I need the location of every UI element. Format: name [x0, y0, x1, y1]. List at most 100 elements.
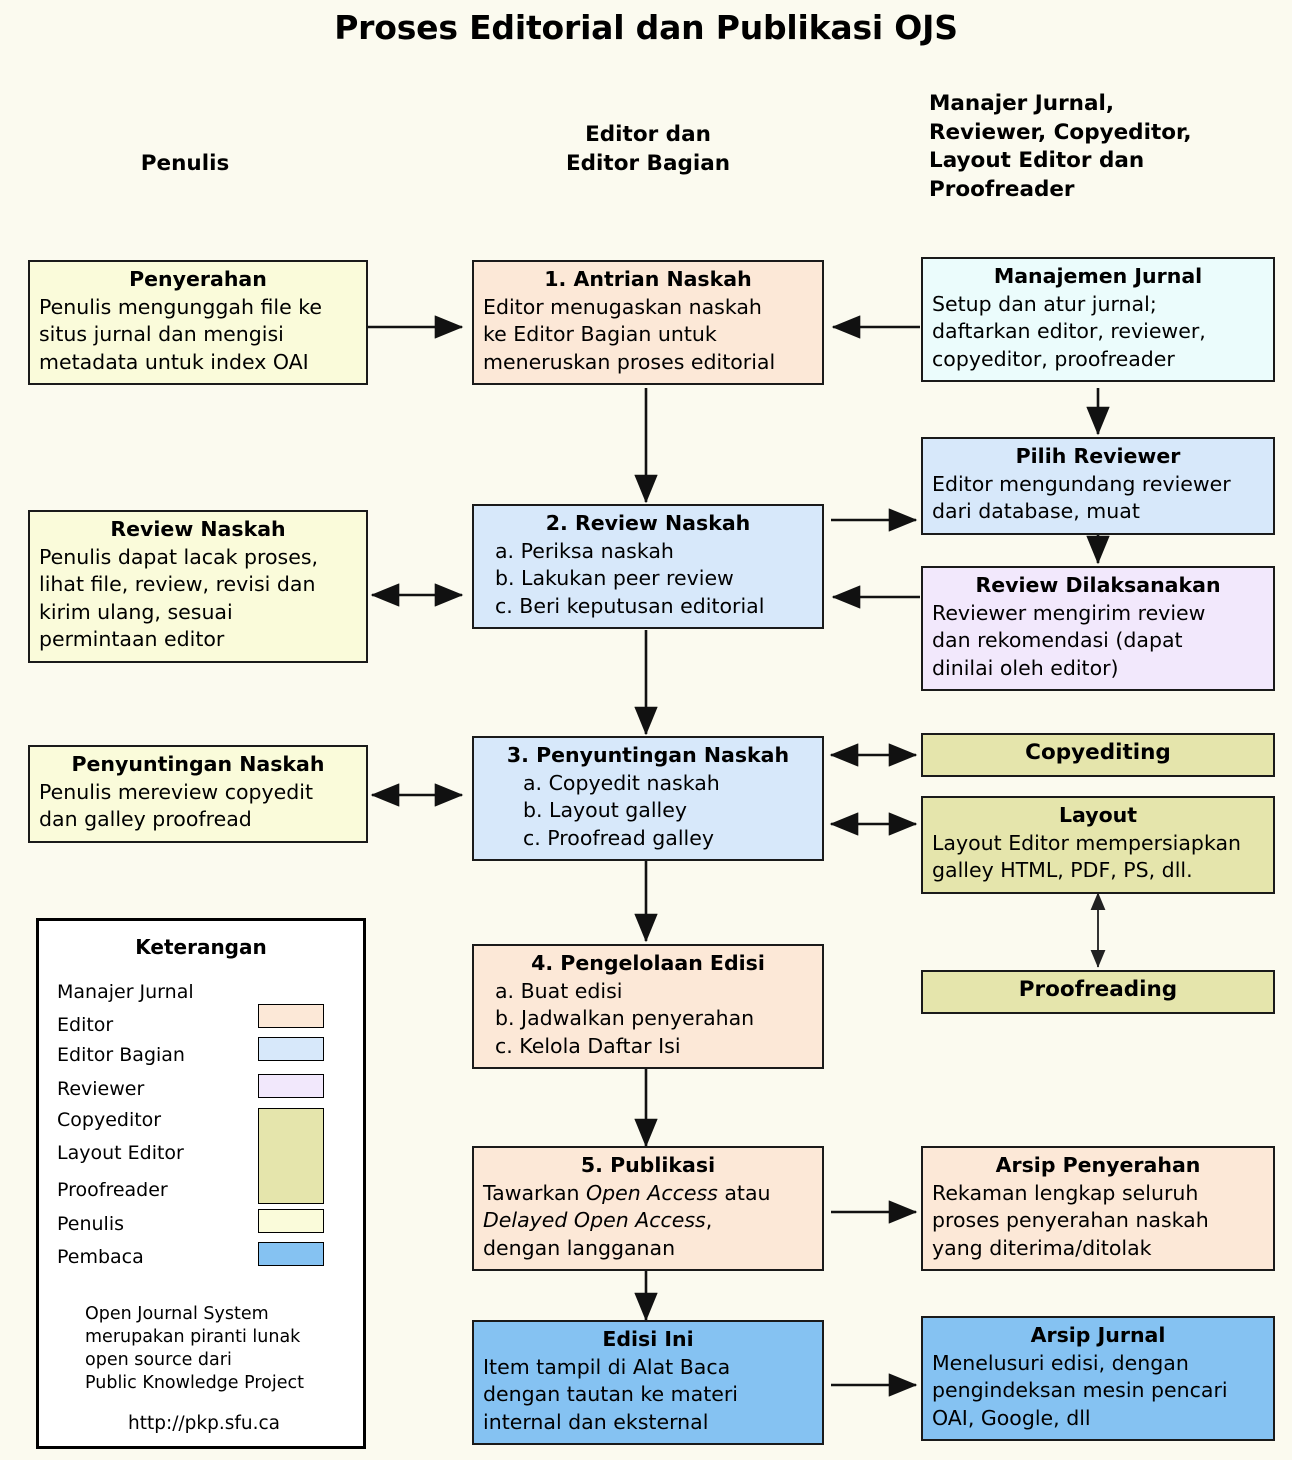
- box-edisi-ini-line-1: Item tampil di Alat Baca: [483, 1354, 731, 1379]
- box-penyerahan-line-3: metadata untuk index OAI: [39, 349, 309, 374]
- box-review-dilaksanakan-line-1: Reviewer mengirim review: [932, 600, 1206, 625]
- box-antrian-naskah-line-2: ke Editor Bagian untuk: [483, 322, 717, 347]
- box-review-dilaksanakan-line-2: dan rekomendasi (dapat: [932, 628, 1183, 653]
- legend-panel: Keterangan Manajer Jurnal Editor Editor …: [36, 918, 366, 1449]
- page-title: Proses Editorial dan Publikasi OJS: [334, 8, 958, 47]
- box-copyediting-title: Copyediting: [1025, 740, 1171, 766]
- legend-label-penulis: Penulis: [57, 1213, 125, 1235]
- box-review-naskah-penulis[interactable]: Review Naskah Penulis dapat lacak proses…: [28, 510, 368, 663]
- box-antrian-naskah[interactable]: 1. Antrian Naskah Editor menugaskan nask…: [472, 260, 824, 386]
- box-copyediting[interactable]: Copyediting: [921, 733, 1275, 777]
- box-arsip-jurnal-line-2: pengindeksan mesin pencari: [932, 1378, 1228, 1403]
- box-pengelolaan-edisi[interactable]: 4. Pengelolaan Edisi a. Buat edisi b. Ja…: [472, 944, 824, 1070]
- box-penyuntingan-naskah-line-2: b. Layout galley: [523, 798, 687, 823]
- legend-note-line-2: merupakan piranti lunak: [85, 1327, 301, 1348]
- box-pengelolaan-edisi-line-3: c. Kelola Daftar Isi: [495, 1033, 681, 1058]
- box-penyuntingan-naskah[interactable]: 3. Penyuntingan Naskah a. Copyedit naska…: [472, 736, 824, 862]
- legend-swatch-penulis: [258, 1209, 324, 1233]
- box-penyuntingan-naskah-line-1: a. Copyedit naskah: [523, 770, 720, 795]
- legend-swatch-copyeditor-layout-proofreader: [258, 1108, 324, 1204]
- box-pengelolaan-edisi-line-2: b. Jadwalkan penyerahan: [495, 1006, 755, 1031]
- box-arsip-penyerahan-line-3: yang diterima/ditolak: [932, 1235, 1152, 1260]
- box-pilih-reviewer-line-2: dari database, muat: [932, 499, 1140, 524]
- box-publikasi-line-3: dengan langganan: [483, 1235, 676, 1260]
- box-penyuntingan-penulis-line-1: Penulis mereview copyedit: [39, 779, 314, 804]
- box-arsip-jurnal[interactable]: Arsip Jurnal Menelusuri edisi, dengan pe…: [921, 1316, 1275, 1442]
- box-review-dilaksanakan-line-3: dinilai oleh editor): [932, 655, 1119, 680]
- box-pilih-reviewer[interactable]: Pilih Reviewer Editor mengundang reviewe…: [921, 437, 1275, 535]
- box-penyerahan-line-2: situs jurnal dan mengisi: [39, 322, 284, 347]
- box-publikasi-line-1: Tawarkan Open Access atau: [483, 1180, 813, 1208]
- box-edisi-ini-line-3: internal dan eksternal: [483, 1409, 709, 1434]
- legend-title: Keterangan: [135, 935, 267, 959]
- box-arsip-jurnal-line-3: OAI, Google, dll: [932, 1405, 1091, 1430]
- legend-label-manajer-jurnal: Manajer Jurnal: [57, 981, 194, 1003]
- legend-note: Open Journal System merupakan piranti lu…: [85, 1303, 304, 1395]
- legend-url[interactable]: http://pkp.sfu.ca: [127, 1413, 281, 1434]
- box-review-naskah-penulis-line-3: kirim ulang, sesuai: [39, 599, 233, 624]
- box-penyerahan-line-1: Penulis mengunggah file ke: [39, 294, 322, 319]
- legend-swatch-reviewer: [258, 1074, 324, 1098]
- column-heading-penulis: Penulis: [140, 151, 230, 176]
- box-arsip-penyerahan[interactable]: Arsip Penyerahan Rekaman lengkap seluruh…: [921, 1146, 1275, 1272]
- box-edisi-ini-title: Edisi Ini: [602, 1327, 694, 1351]
- box-arsip-jurnal-title: Arsip Jurnal: [1030, 1323, 1166, 1347]
- legend-label-proofreader: Proofreader: [57, 1179, 168, 1201]
- legend-label-copyeditor: Copyeditor: [57, 1109, 162, 1131]
- box-penyerahan[interactable]: Penyerahan Penulis mengunggah file ke si…: [28, 260, 368, 386]
- box-penyerahan-title: Penyerahan: [129, 267, 267, 291]
- box-review-naskah-penulis-line-2: lihat file, review, revisi dan: [39, 572, 316, 597]
- box-layout-title: Layout: [1058, 803, 1138, 827]
- legend-swatch-editor-bagian: [258, 1037, 324, 1061]
- publikasi-open-access: Open Access: [586, 1180, 718, 1205]
- legend-swatch-editor: [258, 1004, 324, 1028]
- box-layout-line-2: galley HTML, PDF, PS, dll.: [932, 858, 1193, 883]
- box-review-naskah-penulis-line-4: permintaan editor: [39, 627, 225, 652]
- legend-note-line-4: Public Knowledge Project: [85, 1373, 304, 1394]
- legend-label-pembaca: Pembaca: [57, 1246, 144, 1268]
- box-antrian-naskah-line-3: meneruskan proses editorial: [483, 349, 776, 374]
- box-pengelolaan-edisi-line-1: a. Buat edisi: [495, 978, 623, 1003]
- box-layout[interactable]: Layout Layout Editor mempersiapkan galle…: [921, 796, 1275, 894]
- box-review-naskah-title: 2. Review Naskah: [545, 511, 751, 535]
- box-penyuntingan-naskah-line-3: c. Proofread galley: [523, 825, 714, 850]
- box-penyuntingan-penulis[interactable]: Penyuntingan Naskah Penulis mereview cop…: [28, 745, 368, 843]
- column-heading-manajer: Manajer Jurnal,Reviewer, Copyeditor,Layo…: [929, 91, 1192, 202]
- legend-label-layout-editor: Layout Editor: [57, 1142, 184, 1164]
- legend-swatch-pembaca: [258, 1242, 324, 1266]
- box-manajemen-jurnal-line-2: daftarkan editor, reviewer,: [932, 319, 1206, 344]
- box-arsip-penyerahan-line-2: proses penyerahan naskah: [932, 1208, 1209, 1233]
- box-arsip-penyerahan-line-1: Rekaman lengkap seluruh: [932, 1180, 1199, 1205]
- publikasi-text-b: atau: [717, 1180, 771, 1205]
- publikasi-delayed-open-access: Delayed Open Access: [483, 1208, 706, 1233]
- legend-label-editor-bagian: Editor Bagian: [57, 1044, 185, 1066]
- box-manajemen-jurnal[interactable]: Manajemen Jurnal Setup dan atur jurnal; …: [921, 257, 1275, 383]
- box-proofreading[interactable]: Proofreading: [921, 970, 1275, 1014]
- box-publikasi[interactable]: 5. Publikasi Tawarkan Open Access atau D…: [472, 1146, 824, 1272]
- publikasi-text-a: Tawarkan: [483, 1180, 587, 1205]
- box-penyuntingan-penulis-title: Penyuntingan Naskah: [71, 752, 325, 776]
- box-review-naskah-penulis-title: Review Naskah: [110, 517, 286, 541]
- box-review-dilaksanakan[interactable]: Review Dilaksanakan Reviewer mengirim re…: [921, 566, 1275, 692]
- legend-note-line-3: open source dari: [85, 1350, 232, 1371]
- box-pilih-reviewer-title: Pilih Reviewer: [1015, 444, 1181, 468]
- box-proofreading-title: Proofreading: [1018, 977, 1178, 1003]
- box-arsip-jurnal-line-1: Menelusuri edisi, dengan: [932, 1350, 1189, 1375]
- legend-note-line-1: Open Journal System: [85, 1304, 269, 1324]
- box-review-naskah-line-1: a. Periksa naskah: [495, 538, 674, 563]
- box-review-naskah-line-2: b. Lakukan peer review: [495, 566, 734, 591]
- box-penyuntingan-naskah-title: 3. Penyuntingan Naskah: [506, 743, 790, 767]
- box-arsip-penyerahan-title: Arsip Penyerahan: [995, 1153, 1201, 1177]
- legend-label-editor: Editor: [57, 1014, 114, 1036]
- box-review-naskah[interactable]: 2. Review Naskah a. Periksa naskah b. La…: [472, 504, 824, 630]
- box-antrian-naskah-title: 1. Antrian Naskah: [544, 267, 752, 291]
- box-edisi-ini[interactable]: Edisi Ini Item tampil di Alat Baca denga…: [472, 1320, 824, 1446]
- box-edisi-ini-line-2: dengan tautan ke materi: [483, 1382, 738, 1407]
- box-review-naskah-line-3: c. Beri keputusan editorial: [495, 593, 765, 618]
- box-penyuntingan-penulis-line-2: dan galley proofread: [39, 807, 252, 832]
- legend-label-reviewer: Reviewer: [57, 1078, 145, 1100]
- box-pengelolaan-edisi-title: 4. Pengelolaan Edisi: [531, 951, 765, 975]
- box-antrian-naskah-line-1: Editor menugaskan naskah: [483, 294, 762, 319]
